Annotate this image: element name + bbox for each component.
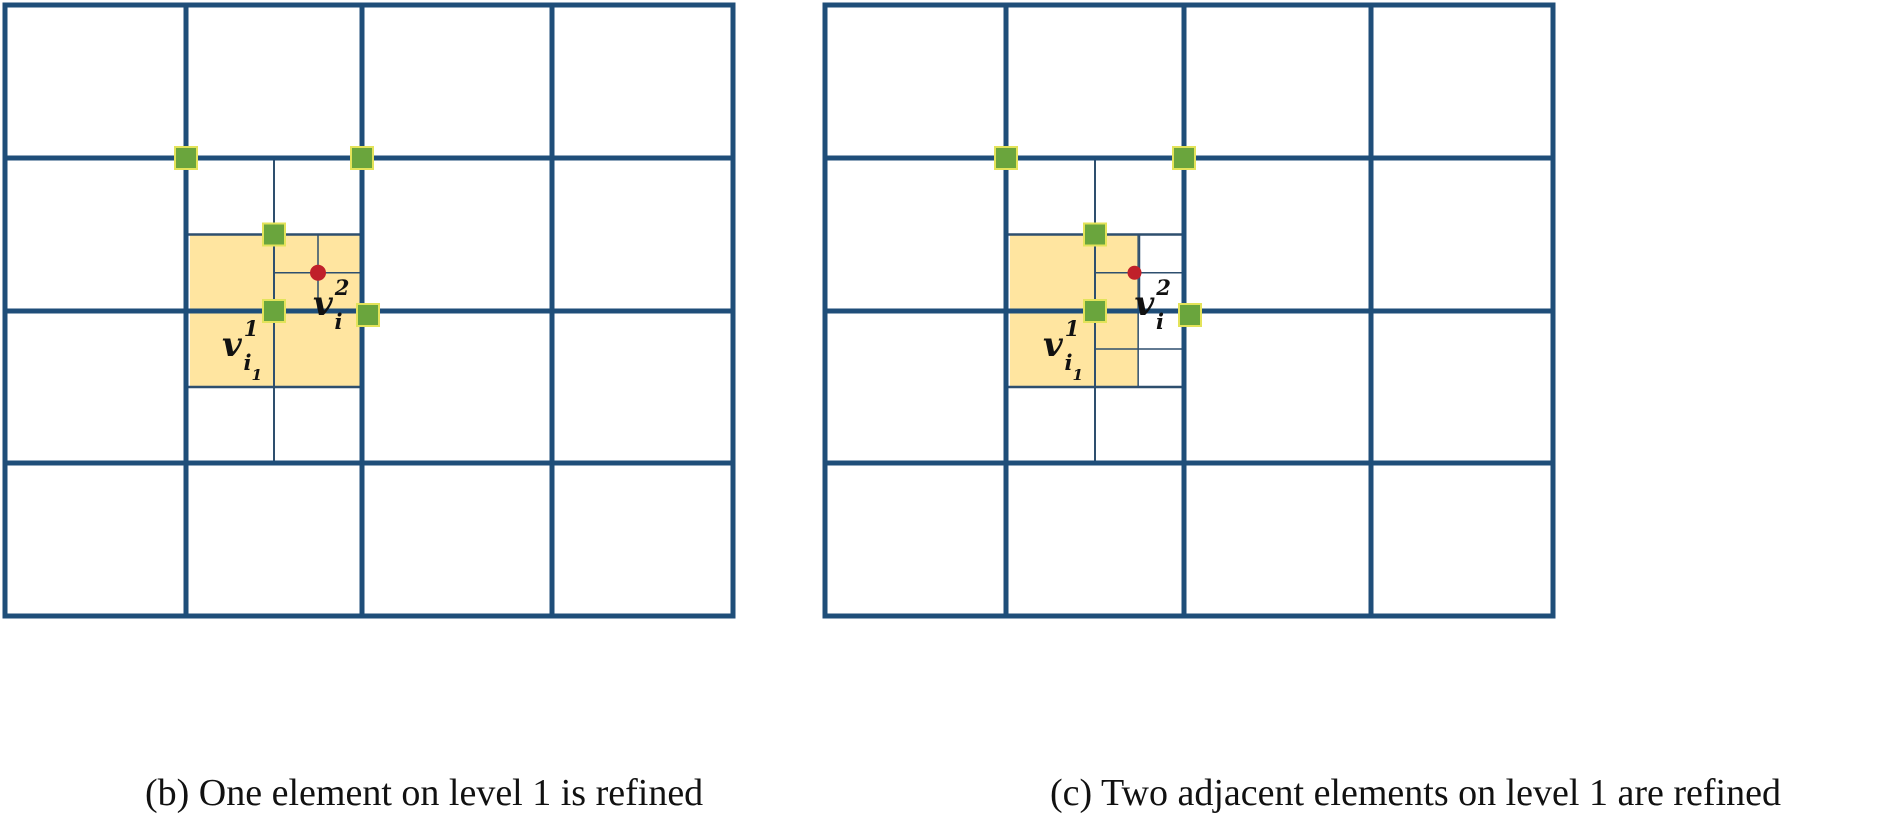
label-v-i-level2: v2 i [1135,275,1171,334]
label-superscript: 1 [1065,316,1080,341]
panel-c-caption: (c) Two adjacent elements on level 1 are… [1050,772,1781,814]
label-subscript: i [1156,309,1164,334]
label-subscript: i [1064,350,1072,375]
anchor-node [174,146,198,170]
label-base: v [313,284,334,324]
anchor-node [350,146,374,170]
label-subscript: i [243,350,251,375]
anchor-node [262,299,286,323]
panel-b-caption: (b) One element on level 1 is refined [145,772,704,814]
label-subscript: i [334,309,342,334]
label-superscript: 2 [1155,275,1171,300]
label-v-i-level2: v2 i [313,275,349,334]
label-base: v [1043,325,1064,365]
anchor-node [1172,146,1196,170]
label-sub-subscript: 1 [251,366,262,384]
label-base: v [222,325,243,365]
label-sub-subscript: 1 [1072,366,1083,384]
anchor-node [1083,299,1107,323]
anchor-node [356,303,380,327]
anchor-node [262,222,286,247]
label-base: v [1135,284,1156,324]
anchor-node [994,146,1018,170]
label-superscript: 1 [244,316,259,341]
anchor-node [1178,303,1202,327]
evaluation-point [1127,265,1142,280]
evaluation-point [310,264,326,281]
anchor-node [1083,222,1107,247]
label-superscript: 2 [334,275,350,300]
